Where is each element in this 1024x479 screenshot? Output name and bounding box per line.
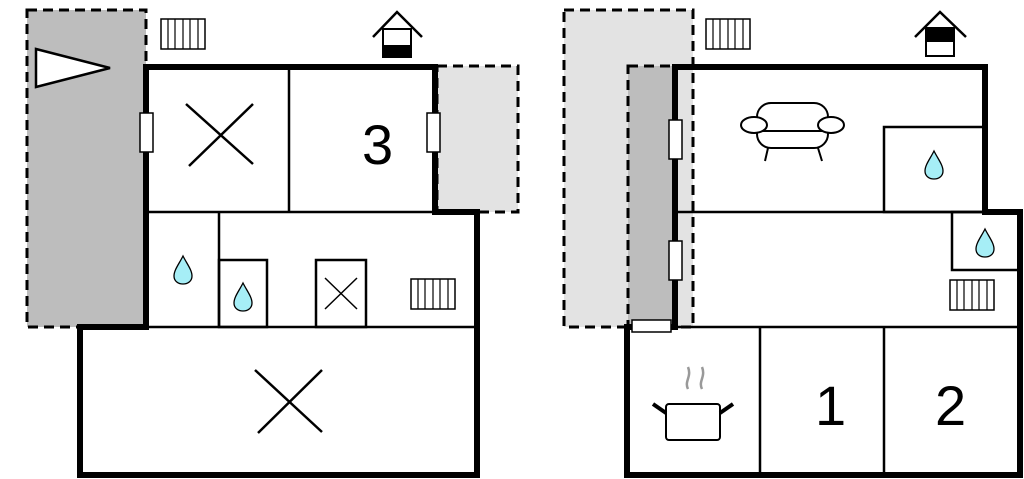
window bbox=[668, 119, 683, 160]
house-location-icon bbox=[372, 10, 423, 58]
window bbox=[139, 112, 154, 153]
closet bbox=[314, 258, 368, 329]
terrace-right bbox=[435, 64, 520, 214]
room-cross-icon bbox=[185, 103, 254, 167]
window bbox=[668, 240, 683, 281]
room-cross-icon bbox=[254, 369, 323, 434]
window bbox=[631, 319, 672, 333]
terrace-dark bbox=[626, 64, 677, 329]
room-label-3: 3 bbox=[362, 113, 393, 176]
radiator-icon bbox=[410, 278, 456, 310]
sofa-icon bbox=[740, 102, 845, 162]
room-cross-icon bbox=[324, 277, 358, 310]
bathroom-drop-icon bbox=[924, 150, 944, 180]
radiator-icon bbox=[949, 279, 995, 311]
bathroom-drop-icon bbox=[173, 255, 193, 285]
radiator-icon bbox=[705, 18, 751, 50]
right-floor-plan: 1 2 bbox=[562, 8, 1023, 478]
room-label-1: 1 bbox=[815, 374, 846, 437]
bathroom-drop-icon bbox=[233, 282, 253, 312]
radiator-icon bbox=[160, 18, 206, 50]
left-floor-plan: 3 bbox=[25, 8, 520, 478]
window bbox=[426, 112, 441, 153]
entrance-arrow-icon bbox=[34, 47, 111, 89]
kitchen-pot-icon bbox=[651, 366, 735, 441]
house-location-icon bbox=[914, 10, 967, 57]
room-label-2: 2 bbox=[935, 374, 966, 437]
toilet-room bbox=[217, 258, 269, 329]
bathroom-drop-icon bbox=[975, 228, 995, 258]
